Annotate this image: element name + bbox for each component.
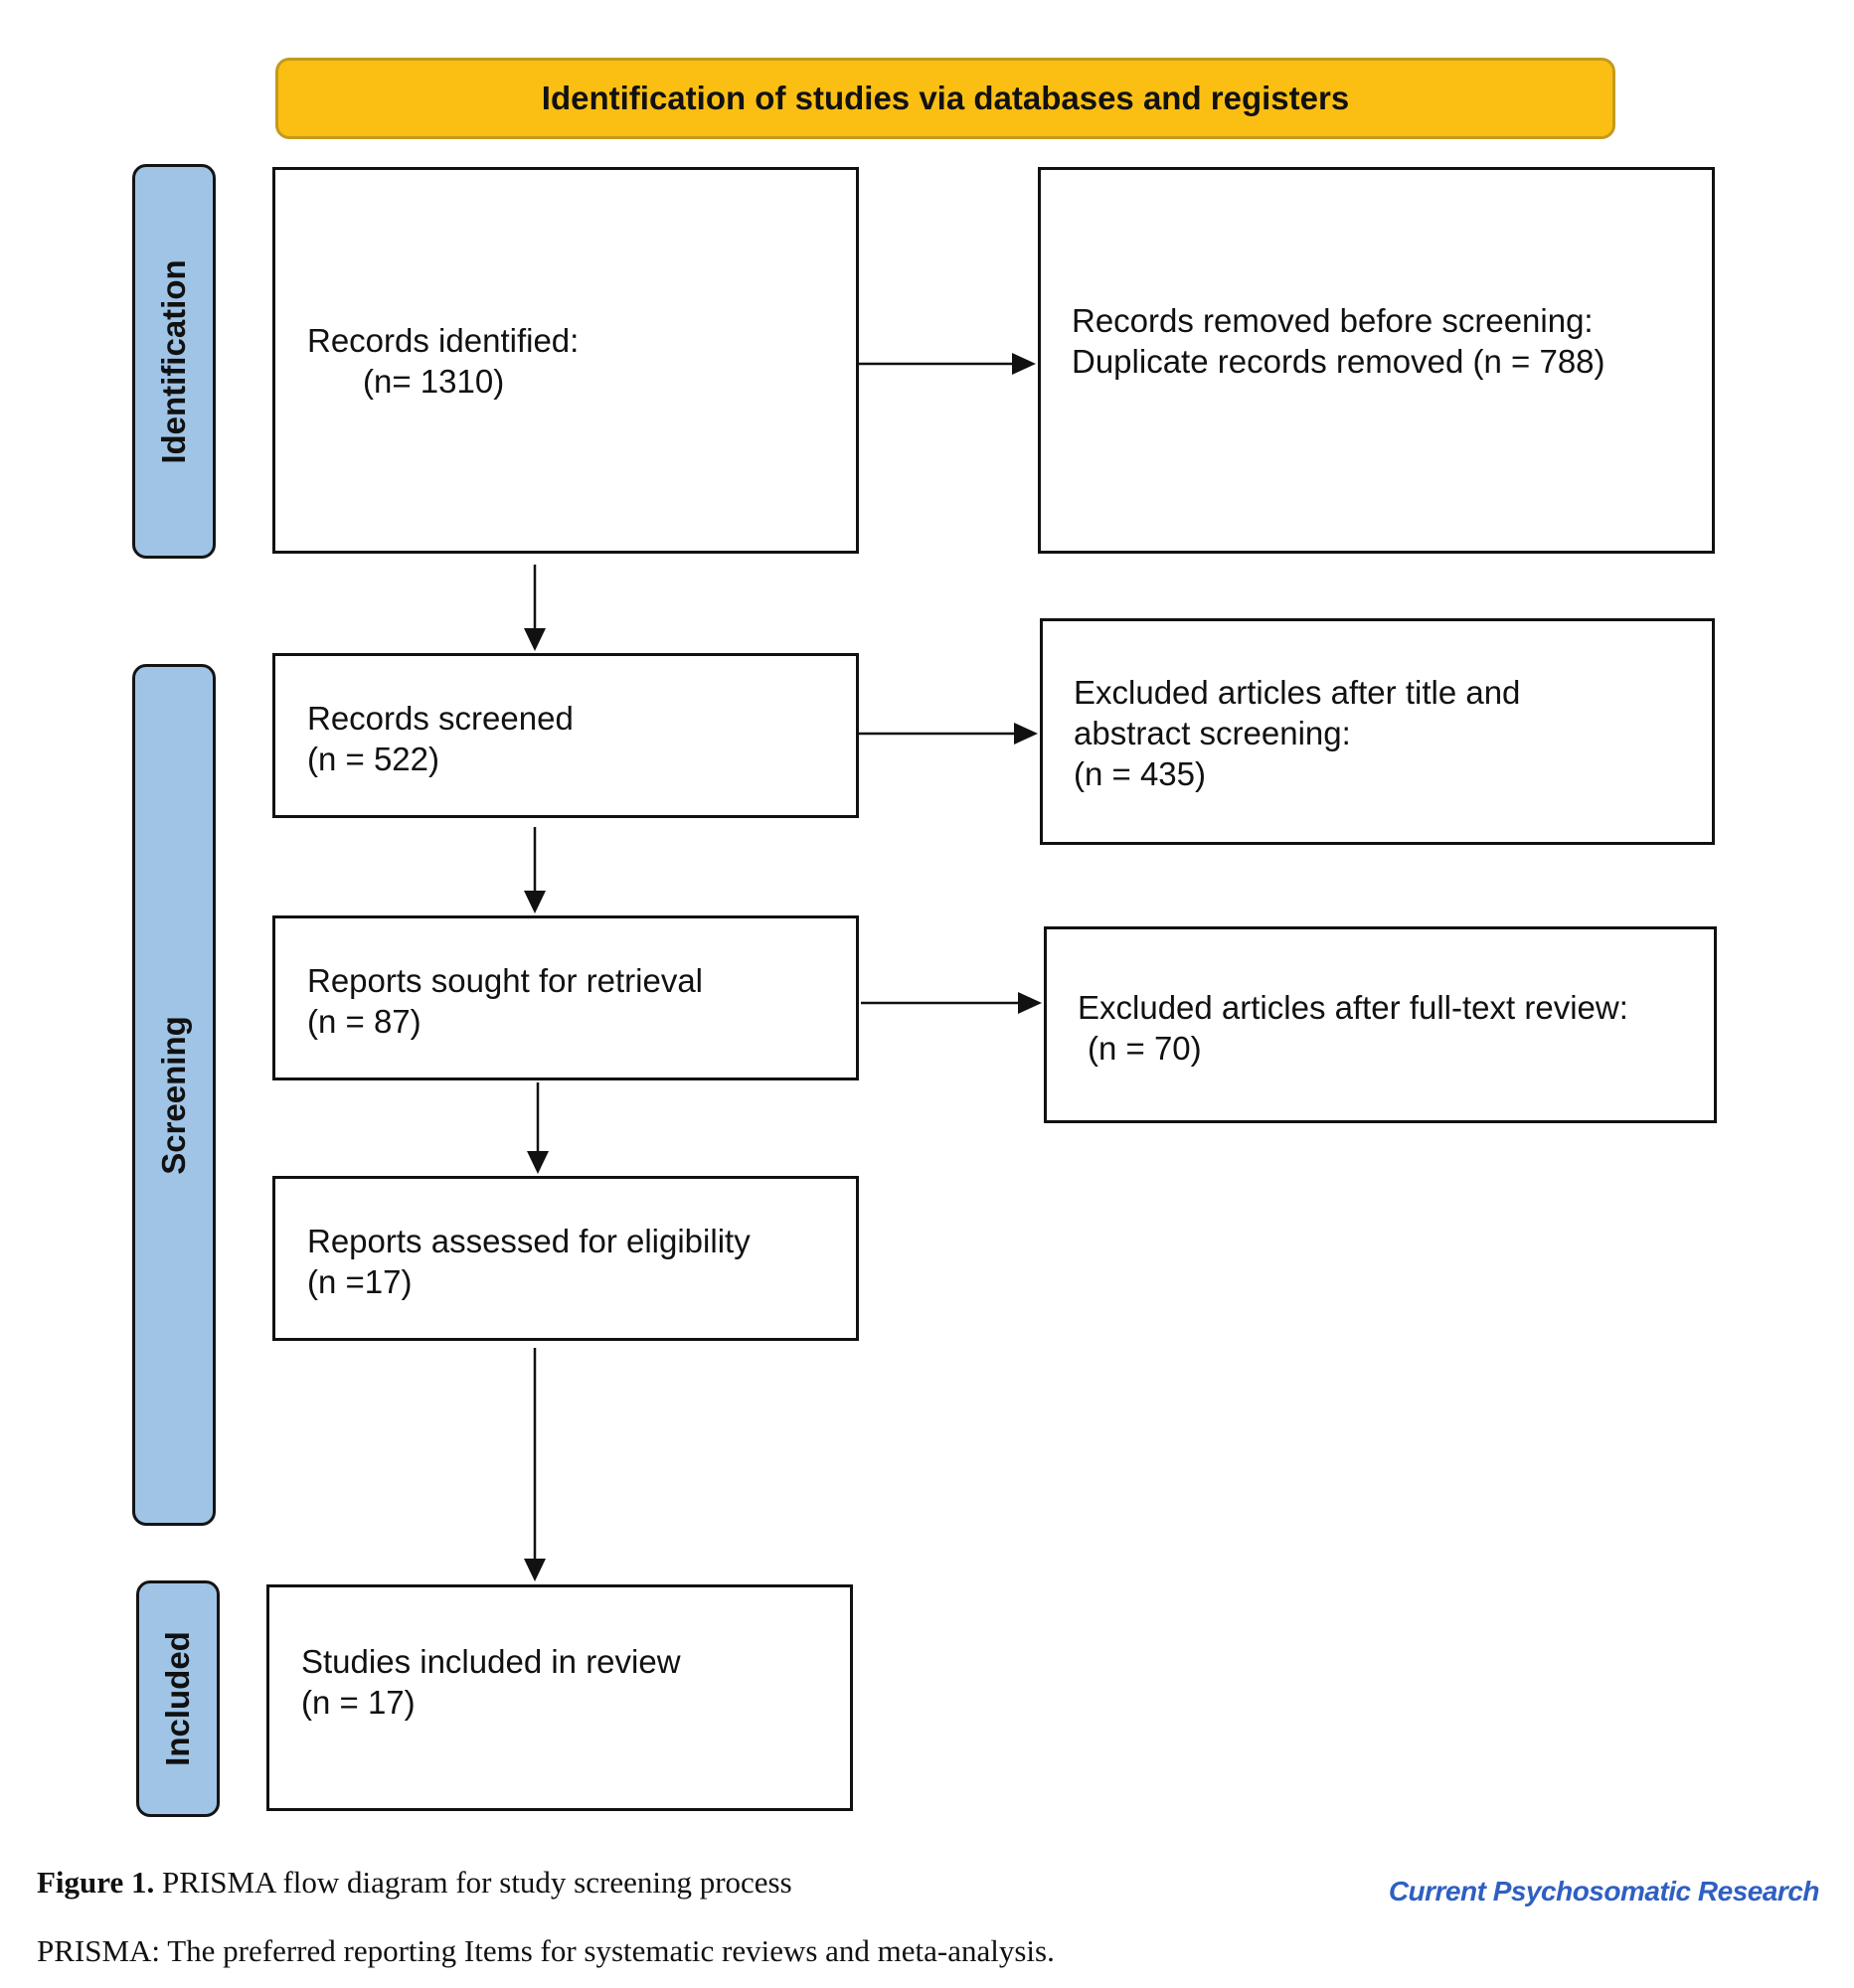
excluded-fulltext-count: (n = 70) bbox=[1088, 1030, 1202, 1067]
figure-note: PRISMA: The preferred reporting Items fo… bbox=[37, 1933, 1055, 1968]
phase-included: Included bbox=[136, 1580, 220, 1817]
diagram-header: Identification of studies via databases … bbox=[275, 58, 1615, 139]
records-removed-label: Records removed before screening: bbox=[1072, 302, 1594, 339]
figure-title: PRISMA flow diagram for study screening … bbox=[154, 1865, 792, 1900]
studies-included-label: Studies included in review bbox=[301, 1643, 681, 1680]
reports-assessed-label: Reports assessed for eligibility bbox=[307, 1223, 751, 1259]
records-identified-box: Records identified: (n= 1310) bbox=[272, 167, 859, 554]
excluded-title-abstract-label-1: Excluded articles after title and bbox=[1074, 674, 1521, 711]
records-identified-count: (n= 1310) bbox=[363, 363, 505, 400]
phase-screening: Screening bbox=[132, 664, 216, 1526]
reports-sought-box: Reports sought for retrieval (n = 87) bbox=[272, 915, 859, 1080]
reports-assessed-count: (n =17) bbox=[307, 1263, 413, 1300]
records-removed-count: Duplicate records removed (n = 788) bbox=[1072, 343, 1605, 380]
arrowhead-5 bbox=[524, 891, 546, 913]
excluded-fulltext-label: Excluded articles after full-text review… bbox=[1078, 989, 1628, 1026]
records-screened-count: (n = 522) bbox=[307, 741, 439, 777]
phase-identification: Identification bbox=[132, 164, 216, 559]
arrowhead-4 bbox=[524, 628, 546, 651]
arrowhead-3 bbox=[1018, 992, 1042, 1014]
journal-logo: Current Psychosomatic Research bbox=[1388, 1876, 1820, 1906]
studies-included-count: (n = 17) bbox=[301, 1684, 416, 1721]
arrowhead-7 bbox=[524, 1559, 546, 1581]
reports-sought-label: Reports sought for retrieval bbox=[307, 962, 704, 999]
excluded-title-abstract-count: (n = 435) bbox=[1074, 755, 1206, 792]
excluded-fulltext-box: Excluded articles after full-text review… bbox=[1044, 926, 1717, 1123]
records-screened-label: Records screened bbox=[307, 700, 574, 737]
records-screened-box: Records screened (n = 522) bbox=[272, 653, 859, 818]
studies-included-box: Studies included in review (n = 17) bbox=[266, 1584, 853, 1811]
reports-sought-count: (n = 87) bbox=[307, 1003, 421, 1040]
figure-caption: Figure 1. PRISMA flow diagram for study … bbox=[37, 1865, 792, 1901]
figure-label: Figure 1. bbox=[37, 1865, 155, 1900]
excluded-title-abstract-box: Excluded articles after title and abstra… bbox=[1040, 618, 1715, 845]
reports-assessed-box: Reports assessed for eligibility (n =17) bbox=[272, 1176, 859, 1341]
excluded-title-abstract-label-2: abstract screening: bbox=[1074, 715, 1351, 751]
arrowhead-2 bbox=[1014, 723, 1038, 745]
arrowhead-1 bbox=[1012, 353, 1036, 375]
records-identified-label: Records identified: bbox=[307, 322, 580, 359]
records-removed-box: Records removed before screening: Duplic… bbox=[1038, 167, 1715, 554]
arrowhead-6 bbox=[527, 1151, 549, 1174]
